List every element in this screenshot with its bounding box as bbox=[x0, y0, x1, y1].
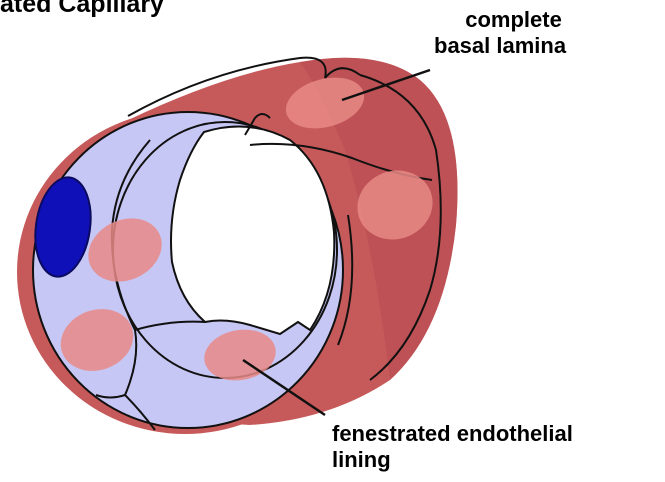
basal-lamina-label: complete basal lamina bbox=[434, 7, 566, 59]
fenestrated-lining-label: fenestrated endothelial lining bbox=[332, 421, 573, 473]
diagram-title: ated Capillary bbox=[0, 0, 164, 18]
fenestrated-lining-label-line1: fenestrated endothelial bbox=[332, 421, 573, 447]
fenestrated-lining-label-line2: lining bbox=[332, 447, 573, 473]
basal-lamina-label-line1: complete bbox=[434, 7, 566, 33]
basal-lamina-label-line2: basal lamina bbox=[434, 33, 566, 59]
